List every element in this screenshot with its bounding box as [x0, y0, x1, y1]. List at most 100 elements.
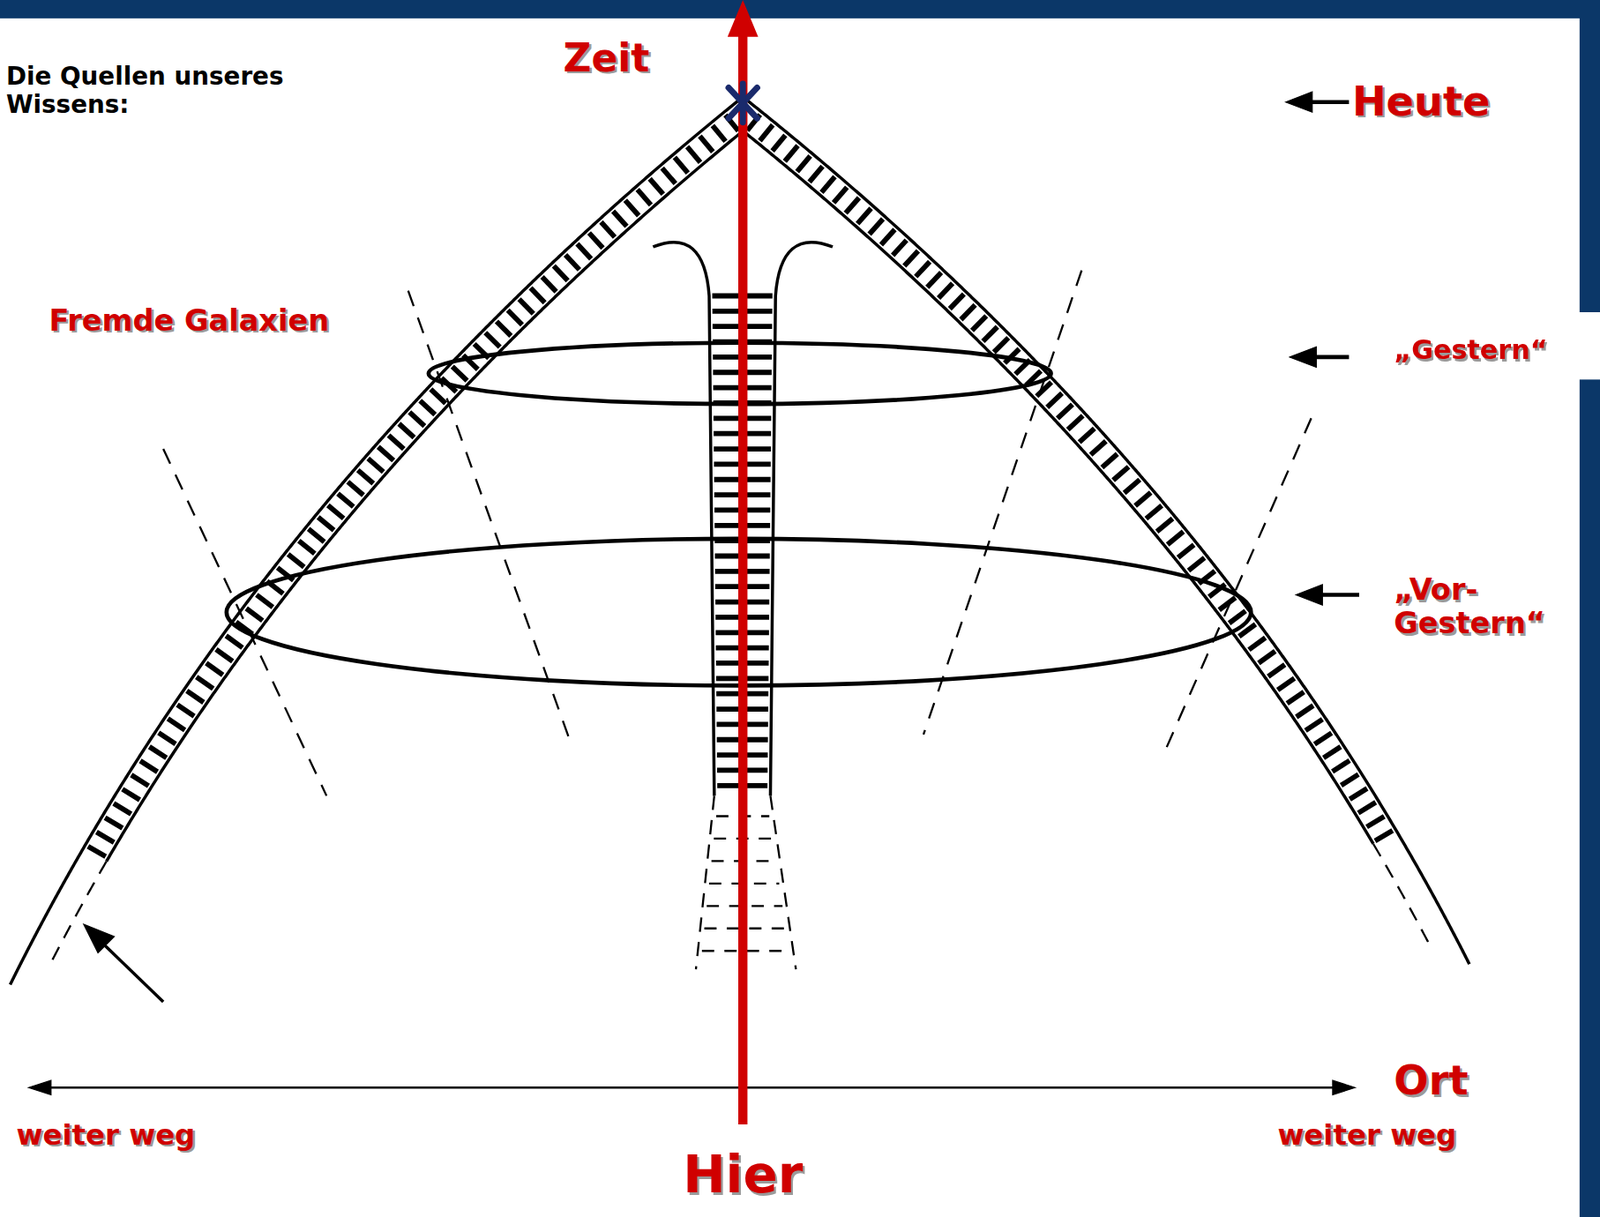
- hatch-rung: [994, 337, 1009, 352]
- hatch-rung: [1101, 454, 1117, 468]
- hatch-rung: [96, 831, 114, 843]
- galaxy-edge: [770, 242, 833, 797]
- hatch-rung: [256, 594, 273, 607]
- dashed-worldline: [408, 291, 572, 746]
- hatch-rung: [542, 276, 557, 292]
- hatch-rung: [1068, 415, 1084, 430]
- hatch-rung: [1167, 531, 1184, 546]
- hatch-rung: [1057, 404, 1073, 419]
- hatch-rung: [288, 554, 305, 568]
- hatch-rung: [600, 222, 615, 238]
- hatch-rung: [347, 481, 364, 495]
- pointer-arrows: [28, 91, 1360, 1095]
- hatch-rung: [687, 146, 701, 163]
- hatch-rung: [1341, 774, 1360, 786]
- star-stroke: [740, 83, 747, 123]
- hatch-rung: [869, 218, 883, 234]
- hatch-rung: [785, 145, 799, 162]
- hatch-rung: [797, 156, 811, 172]
- hatch-rung: [904, 251, 919, 267]
- hatch-rung: [358, 470, 374, 484]
- hatch-rung: [1286, 692, 1304, 704]
- hatch-rung: [881, 229, 896, 245]
- hatch-rung: [378, 447, 394, 461]
- axis-end-label: weiter weg: [16, 1119, 283, 1152]
- hatch-rung: [1296, 705, 1314, 718]
- label-patch: [1571, 312, 1600, 380]
- time-axis: [727, 0, 759, 1125]
- white-panel: [0, 18, 1580, 1217]
- arrow-head: [1332, 1080, 1355, 1095]
- slide-title: Die Quellen unseres Wissens:: [6, 63, 374, 120]
- dashed-worldline: [923, 270, 1082, 735]
- here-now-star: [728, 83, 757, 123]
- hatch-rung: [167, 718, 185, 731]
- hatch-rung: [1332, 760, 1350, 771]
- cone-edge: [742, 97, 1470, 965]
- hatch-rung: [206, 663, 224, 675]
- hatch-rung: [1367, 816, 1385, 828]
- hatch-rung: [938, 283, 953, 299]
- hatch-rung: [149, 747, 166, 759]
- hatch-rung: [216, 649, 233, 662]
- hatch-rung: [131, 775, 150, 786]
- hatch-rung: [1135, 493, 1152, 507]
- hatch-rung: [674, 157, 688, 173]
- hatch-rung: [485, 332, 500, 347]
- hatch-rung: [104, 817, 123, 829]
- hatch-rung: [328, 505, 344, 519]
- hatch-rung: [760, 125, 774, 142]
- arrow-head: [1289, 346, 1316, 367]
- hatch-rung: [553, 265, 569, 281]
- pointer-line: [99, 941, 164, 1002]
- time-marker: „Gestern“: [1393, 334, 1598, 366]
- hatch-rung: [367, 458, 383, 472]
- axis-end-label: weiter weg: [1277, 1119, 1543, 1152]
- time-axis-line: [738, 30, 748, 1125]
- hatch-rung: [1278, 678, 1295, 690]
- worldlines: [163, 270, 1312, 797]
- hatch-rung: [565, 254, 580, 270]
- hatch-rung: [892, 239, 907, 255]
- hatch-rung: [113, 803, 132, 815]
- band-edge-dashed: [1373, 844, 1431, 948]
- hatch-rung: [821, 176, 835, 193]
- hatch-rung: [915, 261, 930, 277]
- axis-label: Zeit: [563, 37, 696, 83]
- arrow-head: [727, 0, 759, 38]
- hatch-rung: [299, 540, 315, 554]
- band-edge: [106, 133, 741, 862]
- hatch-rung: [337, 493, 354, 508]
- axis-label: Hier: [620, 1146, 866, 1206]
- hatch-rung: [1178, 545, 1195, 559]
- hatch-rung: [637, 189, 651, 205]
- hatch-rung: [949, 293, 965, 309]
- hatch-rung: [388, 435, 404, 449]
- arrow-head: [1285, 91, 1313, 113]
- hatch-rung: [857, 208, 871, 224]
- hatch-rung: [1091, 441, 1107, 455]
- region-label: Fremde Galaxien: [49, 304, 417, 339]
- place-axis: [49, 1086, 1336, 1089]
- hatch-rung: [1124, 479, 1141, 494]
- hatch-rung: [1046, 393, 1062, 408]
- hatch-rung: [1323, 747, 1341, 759]
- hatch-rung: [1375, 830, 1393, 842]
- hatch-rung: [613, 210, 627, 226]
- hatch-rung: [225, 635, 243, 649]
- hatch-rung: [88, 846, 106, 858]
- hatch-rung: [452, 366, 468, 382]
- hatch-rung: [419, 400, 435, 415]
- hatch-rung: [1268, 665, 1286, 677]
- hatch-rung: [927, 272, 942, 288]
- hatch-rung: [496, 321, 511, 336]
- hatch-rung: [318, 516, 335, 531]
- hatch-rung: [519, 299, 534, 315]
- hatch-rung: [1305, 719, 1323, 732]
- hatch-rung: [140, 761, 158, 772]
- hatch-rung: [809, 166, 823, 183]
- hatch-rung: [576, 244, 591, 260]
- hatch-rung: [699, 135, 713, 152]
- hatch-rung: [177, 704, 195, 717]
